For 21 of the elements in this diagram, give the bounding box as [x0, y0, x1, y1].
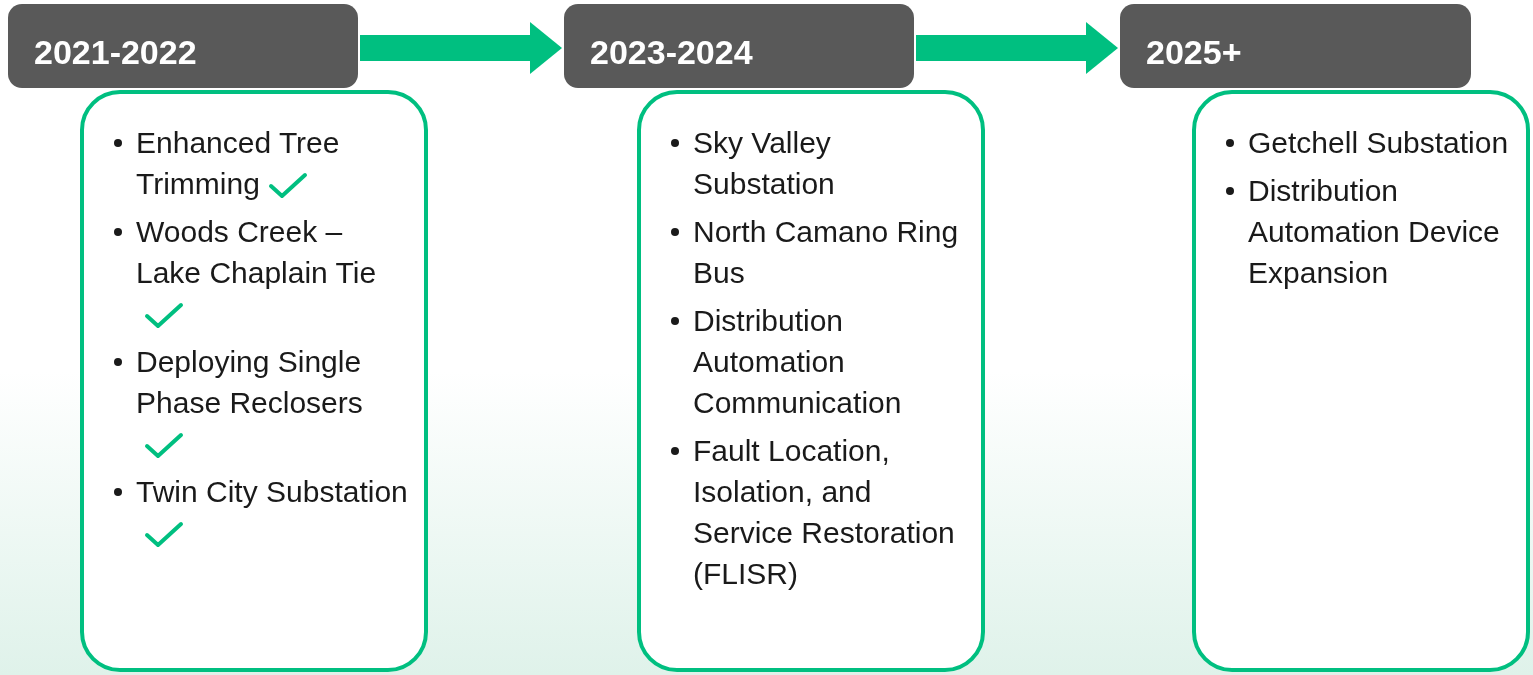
year-header: [8, 4, 358, 88]
project-item: Deploying Single Phase Reclosers: [136, 341, 408, 464]
project-card: [80, 90, 428, 672]
project-item: Getchell Substation: [1248, 125, 1509, 161]
project-item: Distribution Automation Device Expansion: [1248, 173, 1501, 291]
project-item: North Camano Ring Bus: [693, 214, 960, 291]
year-header: [1120, 4, 1471, 88]
year-label: 2025+: [1146, 32, 1243, 73]
project-item: Sky Valley Substation: [693, 125, 836, 202]
project-item: Fault Location, Isolation, and Service Restoration (FLISR): [693, 433, 956, 592]
project-item: Enhanced Tree Trimming: [136, 125, 341, 203]
project-card: [637, 90, 985, 672]
year-label: 2023-2024: [590, 32, 754, 73]
year-header: [564, 4, 914, 88]
project-item: Woods Creek – Lake Chaplain Tie: [136, 211, 408, 334]
arrow: [360, 22, 562, 74]
project-item: Twin City Substation: [136, 471, 408, 553]
arrow: [916, 22, 1118, 74]
year-label: 2021-2022: [34, 32, 198, 73]
project-card: [1192, 90, 1530, 672]
project-item: Distribution Automation Communication: [693, 303, 903, 421]
